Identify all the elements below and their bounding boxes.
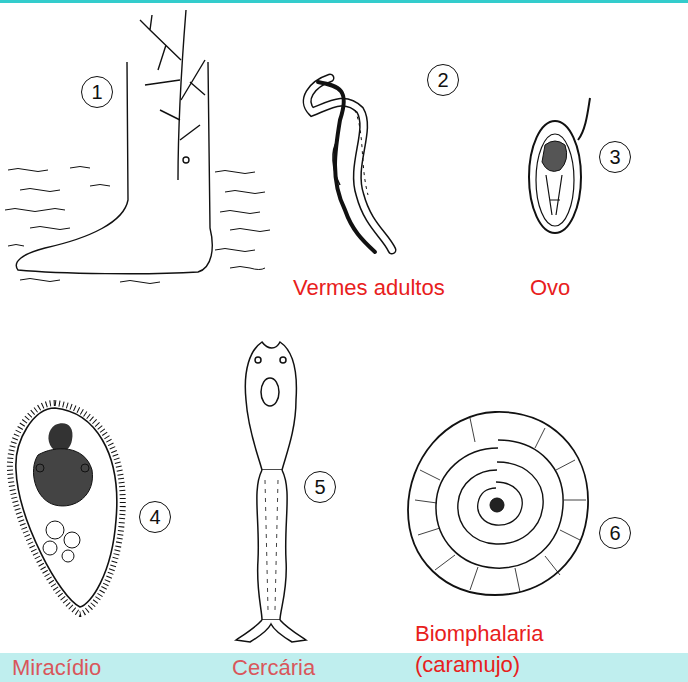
foot-in-water [5,10,270,284]
cercaria [236,342,306,642]
egg [529,98,590,233]
callout-text: 2 [437,70,448,90]
stage-label: Biomphalaria (caramujo) [415,618,580,680]
stage-label: Ovo [530,275,610,301]
callout-number: 6 [599,517,631,549]
callout-text: 6 [609,523,620,543]
snail-shell [408,412,588,595]
callout-number: 1 [81,76,113,108]
callout-number: 2 [427,64,459,96]
callout-text: 1 [91,82,102,102]
callout-text: 4 [149,507,160,527]
stage-label: Cercária [232,655,362,681]
callout-number: 3 [599,141,631,173]
stage-label: Miracídio [12,655,152,681]
bottom-bar [0,653,688,682]
miracidium [10,403,123,614]
top-rule [0,0,688,3]
callout-text: 5 [314,477,325,497]
adult-worms [307,78,392,252]
callout-text: 3 [609,147,620,167]
callout-number: 5 [304,471,336,503]
callout-number: 4 [139,501,171,533]
stage-label: Vermes adultos [293,275,493,301]
